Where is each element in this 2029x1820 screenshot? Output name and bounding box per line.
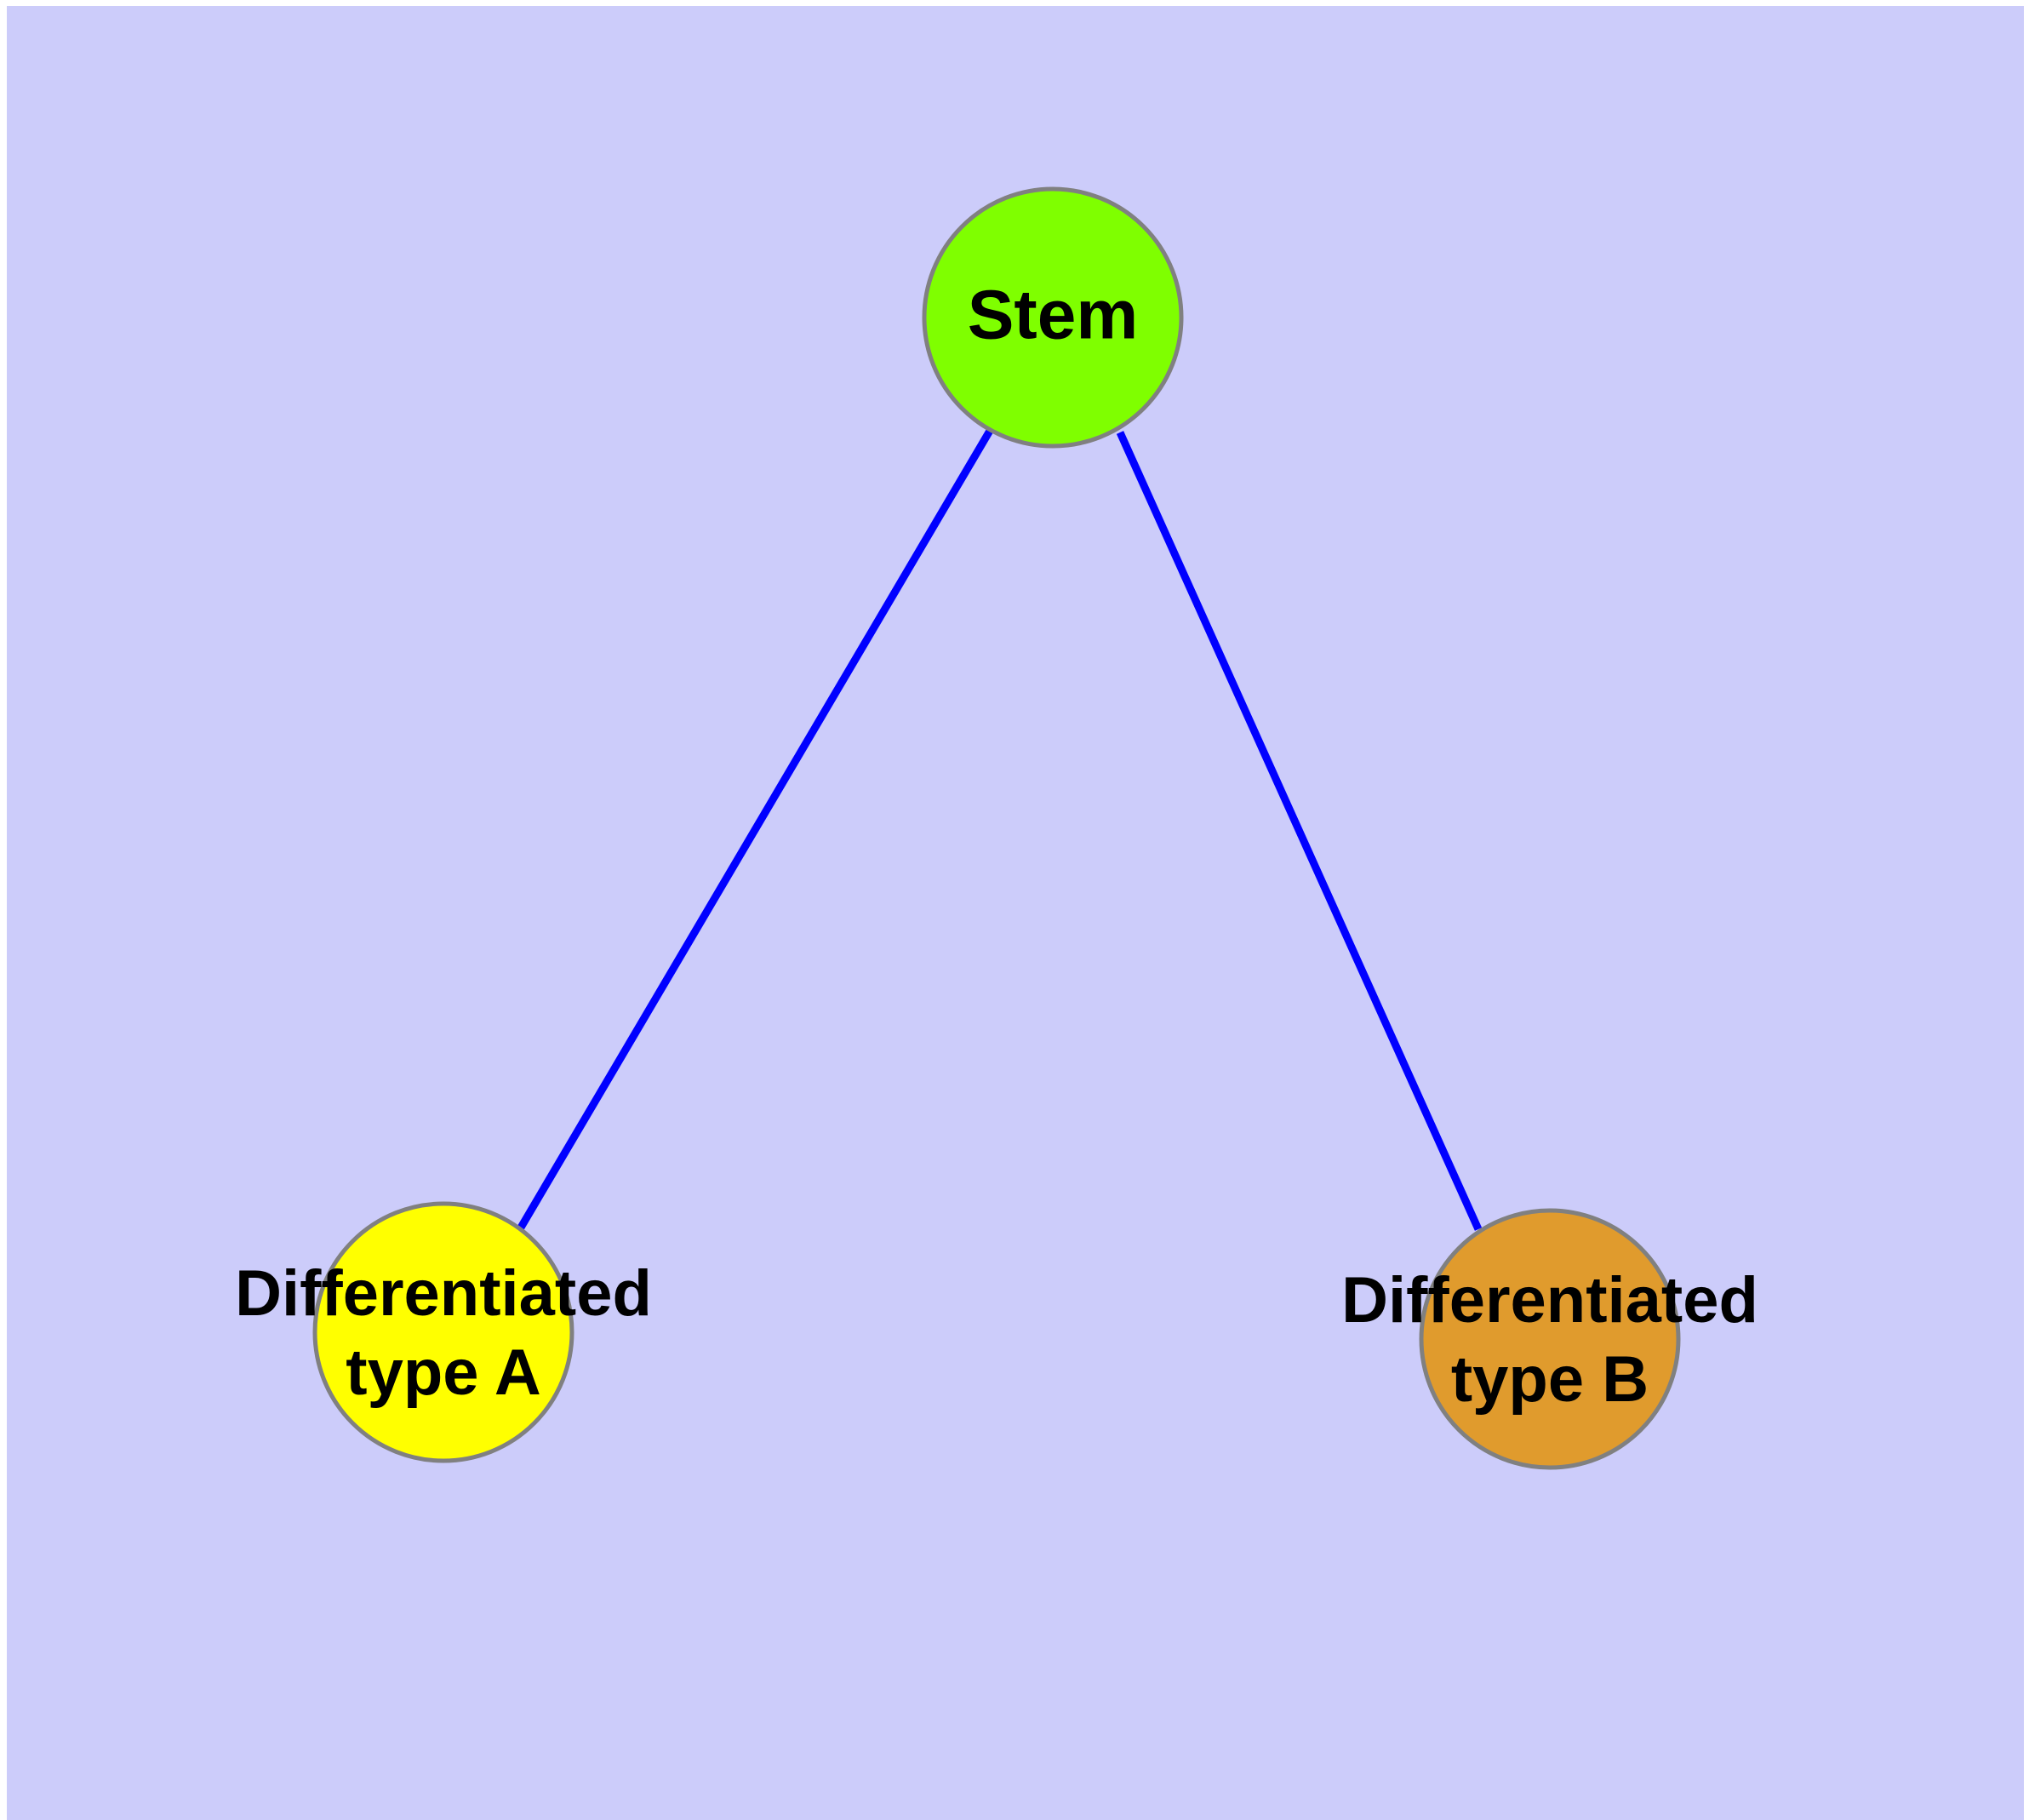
node-differentiated-type-a[interactable] [312,1201,574,1463]
node-differentiated-type-a-label-line1: Differentiated [235,1257,652,1330]
edge-stem-to-differentiated-type-a[interactable] [517,428,993,1230]
label-layer: Stem Differentiated type A Differentiate… [235,277,1758,1416]
node-differentiated-type-b-label-line1: Differentiated [1341,1264,1758,1336]
node-differentiated-type-a-circle[interactable] [312,1201,574,1463]
node-stem-circle[interactable] [922,186,1184,449]
node-differentiated-type-b-label-line2: type B [1451,1343,1649,1416]
node-stem-label: Stem [968,277,1139,354]
node-differentiated-type-a-label-line2: type A [346,1336,540,1409]
edge-stem-to-differentiated-type-b[interactable] [1116,431,1483,1231]
node-layer [312,186,1681,1470]
node-differentiated-type-b-circle[interactable] [1419,1208,1681,1470]
node-stem[interactable] [922,186,1184,449]
node-differentiated-type-b[interactable] [1419,1208,1681,1470]
edge-layer [517,428,1483,1231]
